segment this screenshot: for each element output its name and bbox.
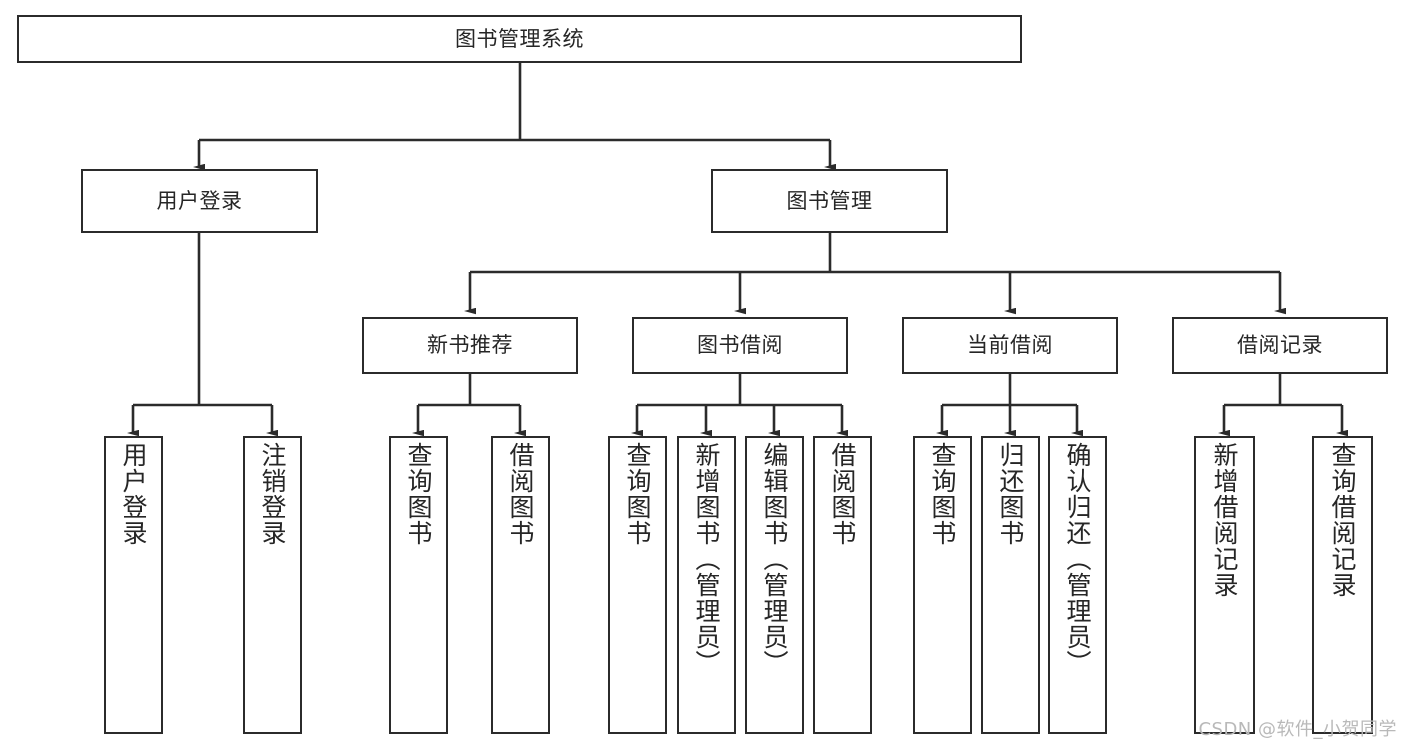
leaf-book-borrow-query-book[interactable]: 查询图书 xyxy=(608,436,667,734)
node-new-book-recommendation[interactable]: 新书推荐 xyxy=(362,317,578,374)
node-label: 借阅图书 xyxy=(828,442,857,546)
node-label: 编辑图书（管理员） xyxy=(760,442,789,676)
node-label: 归还图书 xyxy=(996,442,1025,546)
leaf-current-borrow-return-book[interactable]: 归还图书 xyxy=(981,436,1040,734)
node-label: 图书借阅 xyxy=(697,333,783,358)
connector-group-current-borrow xyxy=(936,374,1083,437)
node-label: 注销登录 xyxy=(258,442,287,546)
node-label: 查询借阅记录 xyxy=(1328,442,1357,598)
node-label: 用户登录 xyxy=(119,442,148,546)
leaf-borrow-record-query-record[interactable]: 查询借阅记录 xyxy=(1312,436,1373,734)
node-label: 查询图书 xyxy=(404,442,433,546)
node-label: 新增图书（管理员） xyxy=(692,442,721,676)
node-current-borrowing[interactable]: 当前借阅 xyxy=(902,317,1118,374)
node-label: 新书推荐 xyxy=(427,333,513,358)
leaf-user-login-logout[interactable]: 注销登录 xyxy=(243,436,302,734)
node-label: 新增借阅记录 xyxy=(1210,442,1239,598)
leaf-borrow-record-add-record[interactable]: 新增借阅记录 xyxy=(1194,436,1255,734)
leaf-user-login-login[interactable]: 用户登录 xyxy=(104,436,163,734)
node-user-login[interactable]: 用户登录 xyxy=(81,169,318,233)
node-root-book-management-system[interactable]: 图书管理系统 xyxy=(17,15,1022,63)
leaf-book-borrow-add-book-admin[interactable]: 新增图书（管理员） xyxy=(677,436,736,734)
node-label: 查询图书 xyxy=(623,442,652,546)
connector-group-new-book xyxy=(412,374,526,437)
leaf-new-book-borrow-book[interactable]: 借阅图书 xyxy=(491,436,550,734)
leaf-current-borrow-query-book[interactable]: 查询图书 xyxy=(913,436,972,734)
connector-group-book-borrow xyxy=(631,374,848,437)
node-label: 借阅记录 xyxy=(1237,333,1323,358)
connector-group-book-mgmt xyxy=(464,233,1286,315)
leaf-new-book-query-book[interactable]: 查询图书 xyxy=(389,436,448,734)
leaf-book-borrow-edit-book-admin[interactable]: 编辑图书（管理员） xyxy=(745,436,804,734)
leaf-book-borrow-borrow-book[interactable]: 借阅图书 xyxy=(813,436,872,734)
node-book-borrowing[interactable]: 图书借阅 xyxy=(632,317,848,374)
node-borrowing-record[interactable]: 借阅记录 xyxy=(1172,317,1388,374)
node-book-management[interactable]: 图书管理 xyxy=(711,169,948,233)
node-label: 借阅图书 xyxy=(506,442,535,546)
node-label: 图书管理系统 xyxy=(455,26,584,51)
node-label: 用户登录 xyxy=(156,188,243,213)
connector-group-root xyxy=(193,63,836,171)
node-label: 当前借阅 xyxy=(967,333,1053,358)
node-label: 图书管理 xyxy=(786,188,873,213)
connector-group-user-login xyxy=(127,233,278,437)
node-label: 确认归还（管理员） xyxy=(1063,442,1092,676)
leaf-current-borrow-confirm-return-admin[interactable]: 确认归还（管理员） xyxy=(1048,436,1107,734)
node-label: 查询图书 xyxy=(928,442,957,546)
connector-group-borrow-record xyxy=(1218,374,1348,437)
